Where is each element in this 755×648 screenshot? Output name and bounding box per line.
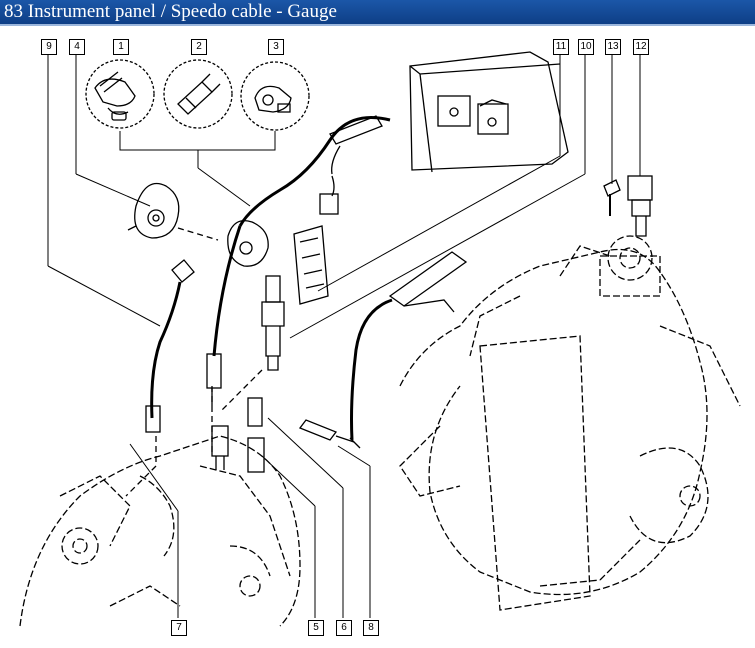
callout-1: 1 (113, 39, 129, 55)
callout-3: 3 (268, 39, 284, 55)
speedometer-cable-icon (206, 115, 391, 406)
callout-13: 13 (605, 39, 621, 55)
callout-8: 8 (363, 620, 379, 636)
callout-10: 10 (578, 39, 594, 55)
callout-11: 11 (553, 39, 569, 55)
connector-11 (293, 225, 329, 305)
instrument-cluster-icon (409, 51, 569, 173)
detail-3-sensor (254, 85, 292, 113)
sensor-10 (261, 275, 285, 371)
diagram-drawing (19, 50, 741, 627)
transmission-left (19, 435, 301, 627)
sensor-12 (627, 175, 653, 237)
window-title: 83 Instrument panel / Speedo cable - Gau… (0, 0, 755, 24)
drive-gear-4 (127, 182, 180, 239)
callout-9: 9 (41, 39, 57, 55)
callout-5: 5 (308, 620, 324, 636)
speedo-cable-9 (145, 259, 195, 433)
title-divider (0, 24, 755, 26)
callout-6: 6 (336, 620, 352, 636)
exploded-diagram: 9 4 1 2 3 11 10 13 12 7 5 6 8 (0, 26, 755, 643)
sensor-housing (227, 219, 269, 267)
detail-circles (85, 59, 310, 131)
connector-5-6 (211, 397, 265, 473)
callout-12: 12 (633, 39, 649, 55)
callout-4: 4 (69, 39, 85, 55)
bolt-icon (603, 179, 621, 216)
callout-7: 7 (171, 620, 187, 636)
gearbox-icon (399, 235, 741, 611)
callout-2: 2 (191, 39, 207, 55)
leader-lines (47, 50, 641, 618)
detail-1-plug (94, 71, 136, 121)
sensor-8 (298, 251, 468, 449)
detail-2-plug (177, 73, 221, 115)
